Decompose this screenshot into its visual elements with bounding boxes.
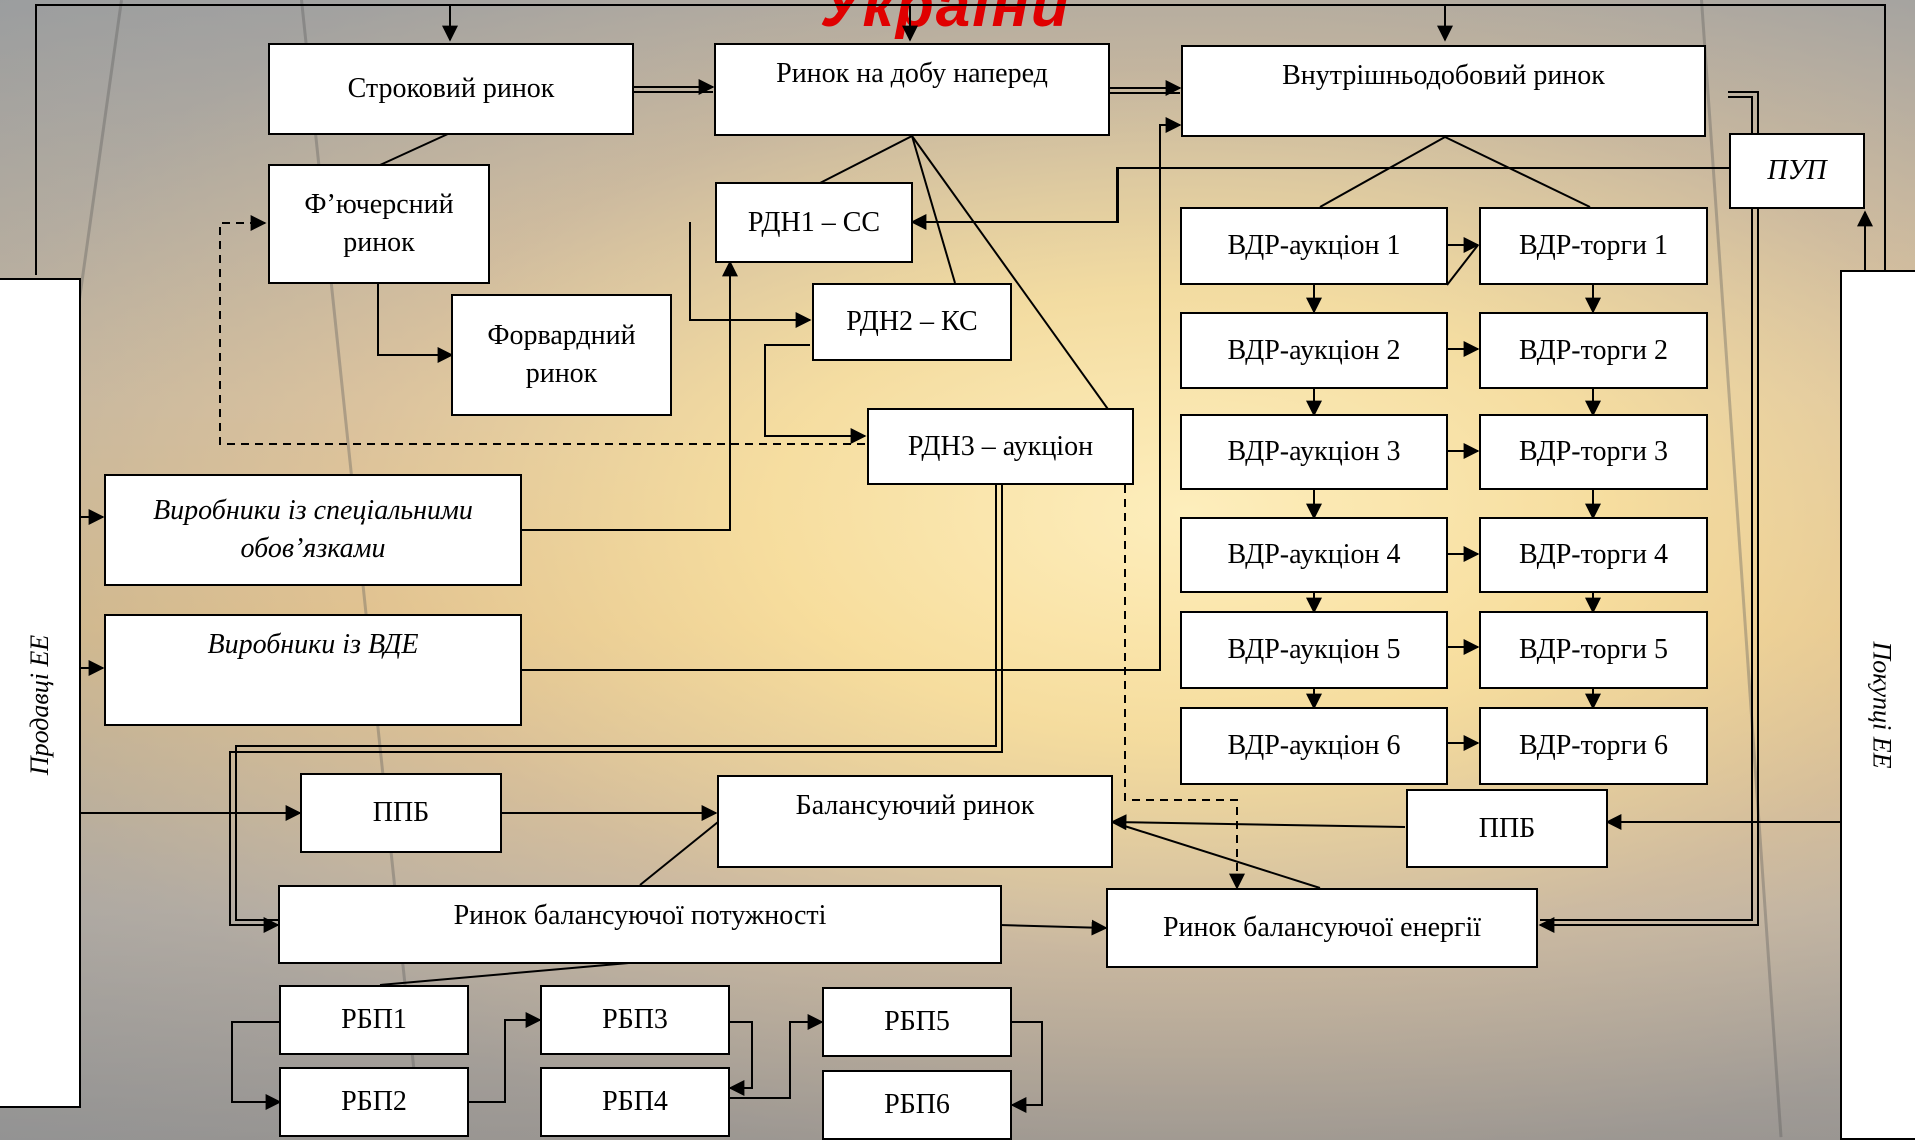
vdr-auction-1: ВДР-аукціон 1: [1180, 207, 1448, 285]
diagram-title: України: [820, 0, 1071, 40]
vdr-auction-6: ВДР-аукціон 6: [1180, 707, 1448, 785]
rbp2-box: РБП2: [279, 1067, 469, 1137]
vdr-auction-2: ВДР-аукціон 2: [1180, 312, 1448, 389]
ppb-left-box: ППБ: [300, 773, 502, 853]
term-market-box: Строковий ринок: [268, 43, 634, 135]
vdr-trades-1: ВДР-торги 1: [1479, 207, 1708, 285]
rbp4-box: РБП4: [540, 1067, 730, 1137]
rbp3-box: РБП3: [540, 985, 730, 1055]
vdr-trades-4: ВДР-торги 4: [1479, 517, 1708, 593]
rbp6-box: РБП6: [822, 1070, 1012, 1140]
rbp1-box: РБП1: [279, 985, 469, 1055]
vdr-trades-5: ВДР-торги 5: [1479, 611, 1708, 689]
vdr-trades-6: ВДР-торги 6: [1479, 707, 1708, 785]
balancing-capacity-market-box: Ринок балансуючої потужності: [278, 885, 1002, 964]
vdr-auction-4: ВДР-аукціон 4: [1180, 517, 1448, 593]
balancing-energy-market-box: Ринок балансуючої енергії: [1106, 888, 1538, 968]
buyers-panel: [1840, 270, 1915, 1140]
sellers-label: Продавці ЕЕ: [25, 634, 55, 776]
intraday-market-box: Внутрішньодобовий ринок: [1181, 45, 1706, 137]
sellers-panel: [0, 278, 81, 1108]
buyers-label: Покупці ЕЕ: [1867, 641, 1897, 769]
res-producers-box: Виробники із ВДЕ: [104, 614, 522, 726]
vdr-trades-2: ВДР-торги 2: [1479, 312, 1708, 389]
pup-box: ПУП: [1729, 133, 1865, 209]
ppb-right-box: ППБ: [1406, 789, 1608, 868]
futures-market-box: Ф’ючерсний ринок: [268, 164, 490, 284]
vdr-auction-5: ВДР-аукціон 5: [1180, 611, 1448, 689]
special-obligation-producers-box: Виробники із спеціальними обов’язками: [104, 474, 522, 586]
rdn1-box: РДН1 – СС: [715, 182, 913, 263]
balancing-market-box: Балансуючий ринок: [717, 775, 1113, 868]
rdn3-box: РДН3 – аукціон: [867, 408, 1134, 485]
forward-market-box: Форвардний ринок: [451, 294, 672, 416]
vdr-trades-3: ВДР-торги 3: [1479, 414, 1708, 490]
vdr-auction-3: ВДР-аукціон 3: [1180, 414, 1448, 490]
day-ahead-market-box: Ринок на добу наперед: [714, 43, 1110, 136]
rbp5-box: РБП5: [822, 987, 1012, 1057]
rdn2-box: РДН2 – КС: [812, 283, 1012, 361]
